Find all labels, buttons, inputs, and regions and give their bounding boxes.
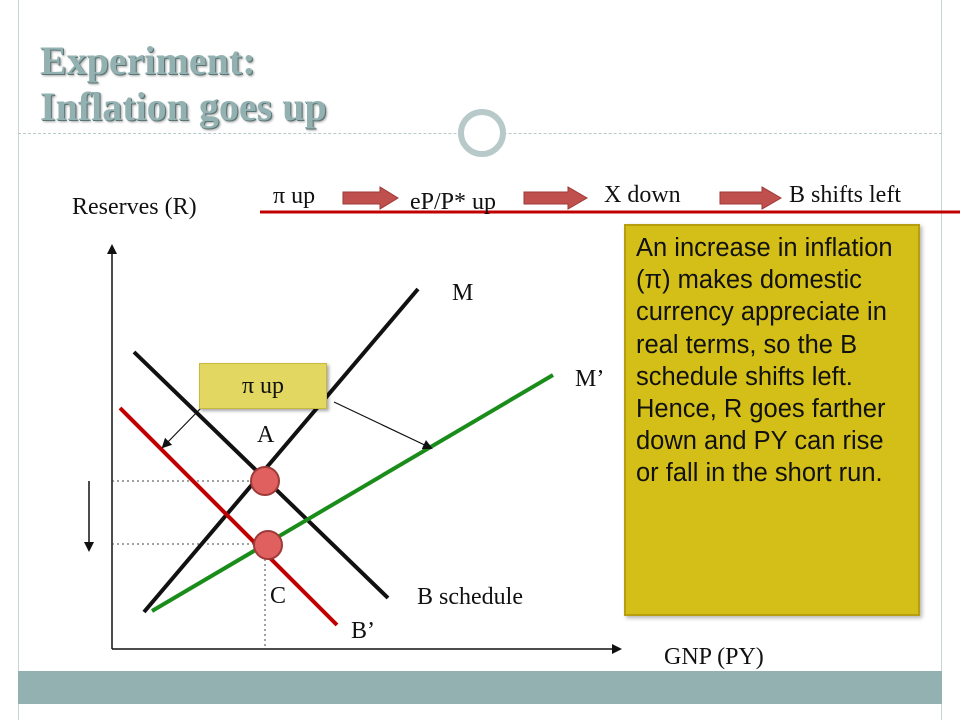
title-line-1: Experiment: <box>40 38 256 83</box>
chain-step-pi-up: π up <box>273 183 316 209</box>
explanation-box: An increase in inflation (π) makes domes… <box>624 224 920 616</box>
shift-arrow-right-icon <box>333 401 433 450</box>
m-line <box>142 287 420 614</box>
chain-arrow-1-icon <box>342 186 399 210</box>
chain-step-b-shift: B shifts left <box>789 182 901 208</box>
m-label: M <box>452 280 474 306</box>
right-frame-border <box>941 0 960 720</box>
left-frame-border <box>0 0 19 720</box>
chain-step-exchange-rate: eP/P* up <box>410 189 497 215</box>
chain-step-exports: X down <box>604 182 681 208</box>
footer-band <box>18 671 942 704</box>
m-prime-line <box>150 373 555 613</box>
point-c-label: C <box>270 583 287 609</box>
y-axis-label: Reserves (R) <box>72 194 197 220</box>
shift-arrow-left-icon <box>161 405 204 449</box>
title-line-2: Inflation goes up <box>40 84 327 129</box>
point-c-marker <box>253 530 283 560</box>
b-schedule-label: B schedule <box>417 584 523 610</box>
slide-title: Experiment: Inflation goes up <box>40 38 327 130</box>
x-axis-label: GNP (PY) <box>664 644 764 670</box>
b-prime-line <box>118 406 339 627</box>
point-a-label: A <box>257 422 275 448</box>
shock-label-box: π up <box>199 363 327 409</box>
chain-arrow-2-icon <box>523 186 588 210</box>
chain-arrow-3-icon <box>719 186 782 210</box>
point-a-marker <box>250 466 280 496</box>
m-prime-label: M’ <box>575 366 605 392</box>
decorative-ring-icon <box>458 109 506 157</box>
b-prime-label: B’ <box>351 618 375 644</box>
